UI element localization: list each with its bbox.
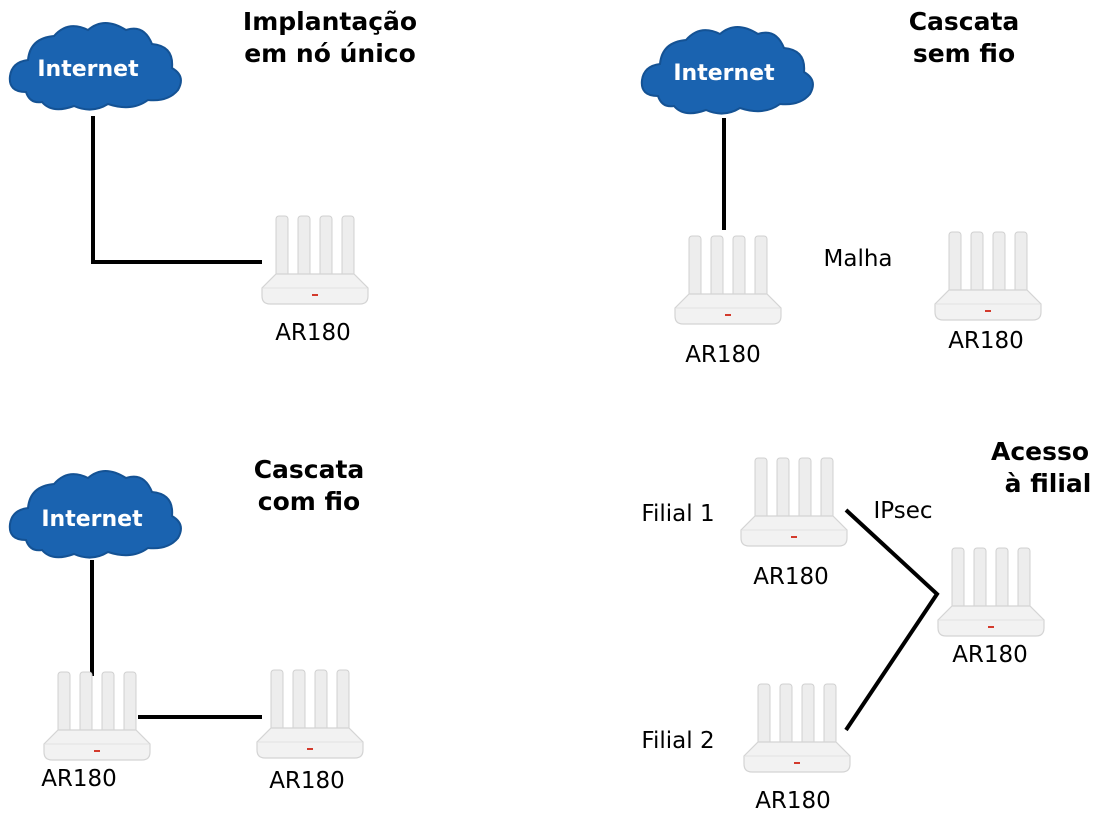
ipsec-link (844, 508, 940, 732)
panel-title-line1: Cascata (909, 7, 1020, 36)
router-icon (934, 231, 1042, 321)
router-label: AR180 (755, 788, 831, 814)
panel-wireless-cascade: Cascata sem fio Internet AR180 Malha AR1… (640, 7, 1042, 368)
branch-label: Filial 2 (641, 728, 714, 754)
router-icon (256, 669, 364, 759)
panel-title-line1: Implantação (243, 7, 417, 36)
router-label: AR180 (952, 642, 1028, 668)
router-icon (674, 235, 782, 325)
panel-title-line2: com fio (258, 487, 360, 516)
wired-link (91, 116, 262, 264)
router-label: AR180 (685, 342, 761, 368)
panel-wired-cascade: Cascata com fio Internet AR180 AR180 (8, 455, 365, 794)
router-label: AR180 (41, 766, 117, 792)
router-icon (261, 215, 369, 305)
ipsec-link-label: IPsec (873, 498, 932, 524)
router-label: AR180 (269, 768, 345, 794)
mesh-link-label: Malha (824, 246, 893, 272)
cloud-label: Internet (37, 57, 139, 82)
router-label: AR180 (275, 320, 351, 346)
router-icon (740, 457, 848, 547)
panel-title-line1: Acesso (991, 437, 1089, 466)
router-icon (743, 683, 851, 773)
router-icon (43, 671, 151, 761)
panel-title-line2: sem fio (913, 39, 1015, 68)
panel-single-node: Implantação em nó único Internet AR180 (8, 7, 417, 346)
cloud-label: Internet (41, 507, 143, 532)
cloud-label: Internet (673, 61, 775, 86)
panel-branch-access: Acesso à filial Filial 1 AR180 IPsec AR1… (641, 437, 1091, 814)
router-label: AR180 (948, 328, 1024, 354)
panel-title-line1: Cascata (254, 455, 365, 484)
router-icon (937, 547, 1045, 637)
router-label: AR180 (753, 564, 829, 590)
panel-title-line2: em nó único (244, 39, 416, 68)
branch-label: Filial 1 (641, 501, 714, 527)
panel-title-line2: à filial (1005, 469, 1092, 498)
